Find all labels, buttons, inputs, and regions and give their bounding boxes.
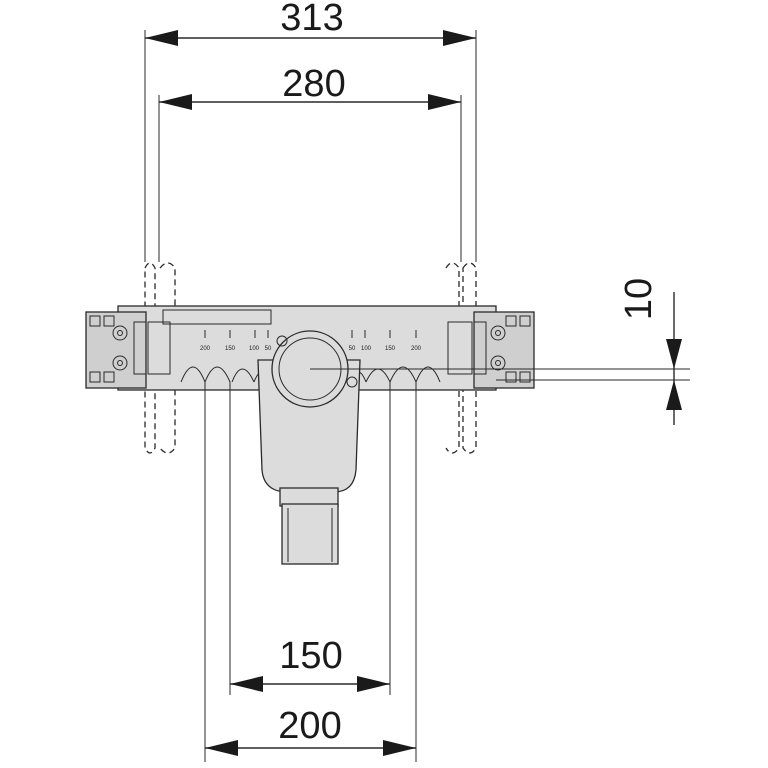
dimension-313-label: 313 [280, 0, 343, 39]
dimension-200: 200 [204, 382, 417, 762]
left-scale-100: 100 [249, 346, 260, 352]
left-scale-200: 200 [200, 346, 211, 352]
dimension-313: 313 [144, 0, 477, 262]
dimension-280-label: 280 [282, 63, 345, 105]
left-bracket [85, 311, 171, 389]
left-scale: 200 150 100 50 [180, 330, 272, 383]
dimension-150: 150 [229, 382, 391, 695]
dimension-200-label: 200 [278, 705, 341, 747]
right-scale-50: 50 [349, 346, 356, 352]
right-dashed-studs [445, 262, 477, 454]
right-bracket [447, 311, 535, 389]
dimension-10-label: 10 [618, 278, 660, 320]
right-scale-200: 200 [411, 346, 422, 352]
dimension-150-label: 150 [279, 635, 342, 677]
left-dashed-studs [144, 262, 176, 454]
drain-siphon [257, 330, 361, 565]
left-scale-50: 50 [265, 346, 272, 352]
right-scale-100: 100 [361, 346, 372, 352]
left-scale-150: 150 [225, 346, 236, 352]
dimension-280: 280 [158, 63, 462, 262]
right-scale-150: 150 [385, 346, 396, 352]
dimension-10: 10 [310, 278, 690, 425]
